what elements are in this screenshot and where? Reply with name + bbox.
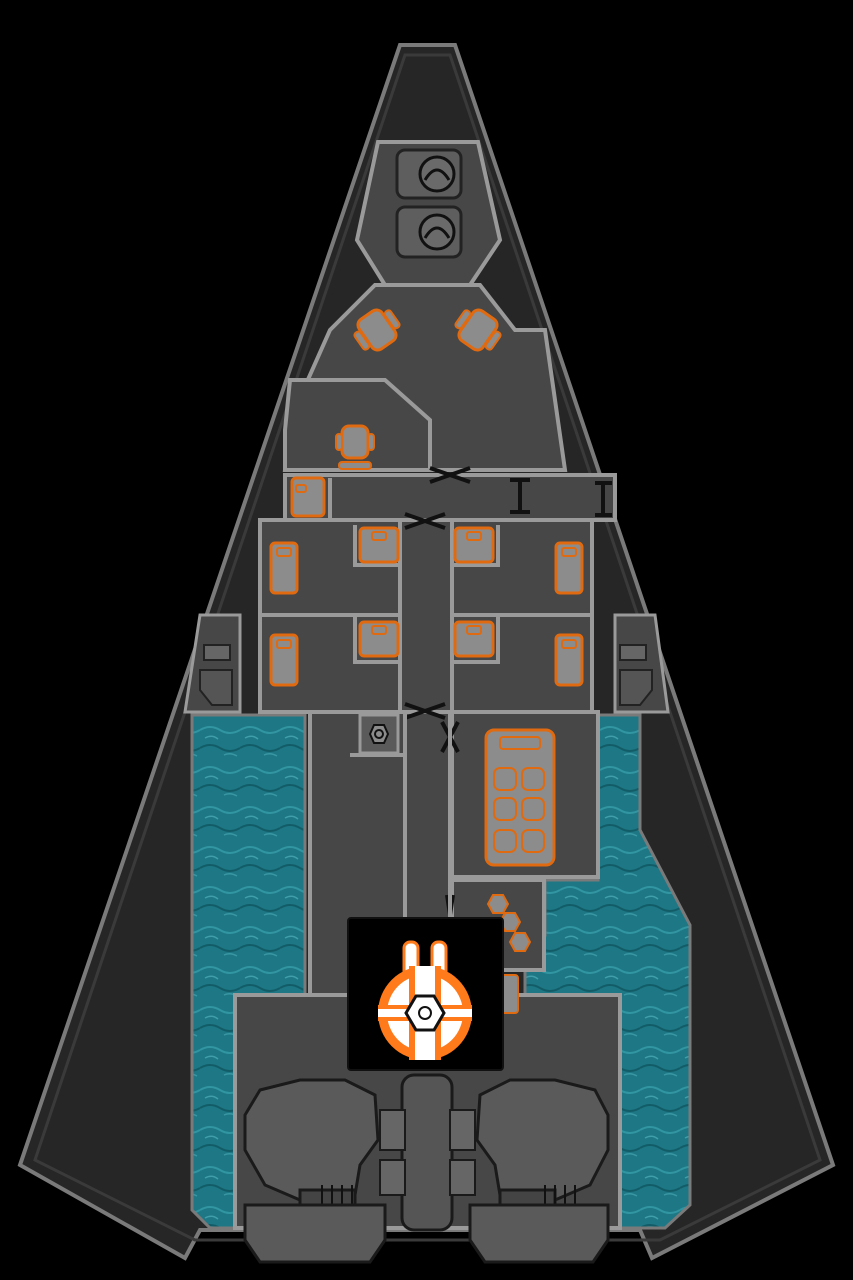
chair-icon[interactable] [349, 303, 406, 358]
airlock-right[interactable] [613, 613, 670, 714]
bed-icon[interactable] [358, 526, 400, 564]
engine-icon[interactable] [243, 1078, 387, 1264]
reactor-core[interactable] [347, 917, 504, 1071]
bed-icon[interactable] [453, 620, 495, 658]
bed-icon[interactable] [269, 633, 299, 687]
medbay-table[interactable] [484, 728, 556, 867]
bed-icon[interactable] [269, 541, 299, 595]
bed-icon[interactable] [554, 541, 584, 595]
chair-icon[interactable] [335, 424, 375, 470]
reactor-core-icon [378, 940, 472, 1060]
airlock-left[interactable] [183, 613, 242, 714]
cockpit-console-lower[interactable] [395, 205, 463, 259]
bed-icon[interactable] [453, 526, 495, 564]
upper-corridor [283, 473, 617, 522]
bed-icon[interactable] [358, 620, 400, 658]
bed-icon[interactable] [554, 633, 584, 687]
bed-icon[interactable] [290, 476, 326, 518]
hex-hatch-icon[interactable] [358, 713, 400, 755]
hull-inner [33, 53, 822, 1242]
engine-core-column [379, 1073, 476, 1232]
cockpit-console-upper[interactable] [395, 148, 463, 200]
crew-walls [260, 478, 592, 712]
cargo-crate-icon[interactable] [480, 894, 532, 952]
chair-icon[interactable] [450, 303, 507, 358]
engine-icon[interactable] [468, 1078, 610, 1264]
